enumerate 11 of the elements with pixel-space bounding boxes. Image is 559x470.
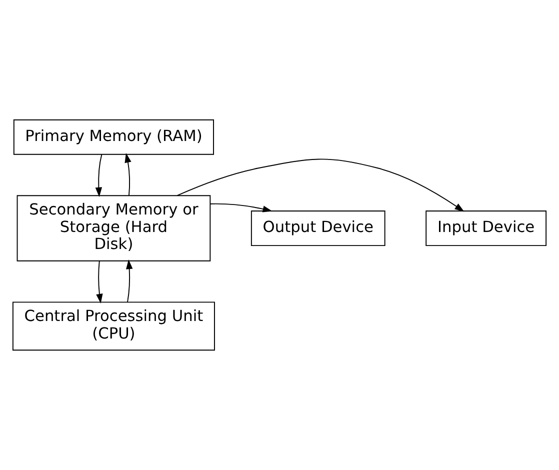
arrow [210, 203, 272, 212]
node-box: Output Device [250, 210, 386, 246]
arrow [124, 153, 132, 196]
node-box: Central Processing Unit (CPU) [12, 302, 215, 351]
arrow [126, 259, 133, 303]
node-box: Input Device [426, 210, 547, 246]
node-box: Primary Memory (RAM) [13, 119, 214, 155]
arrow [95, 154, 102, 197]
node-box: Secondary Memory or Storage (Hard Disk) [16, 195, 211, 262]
arrow [176, 158, 464, 212]
arrow [96, 260, 103, 304]
